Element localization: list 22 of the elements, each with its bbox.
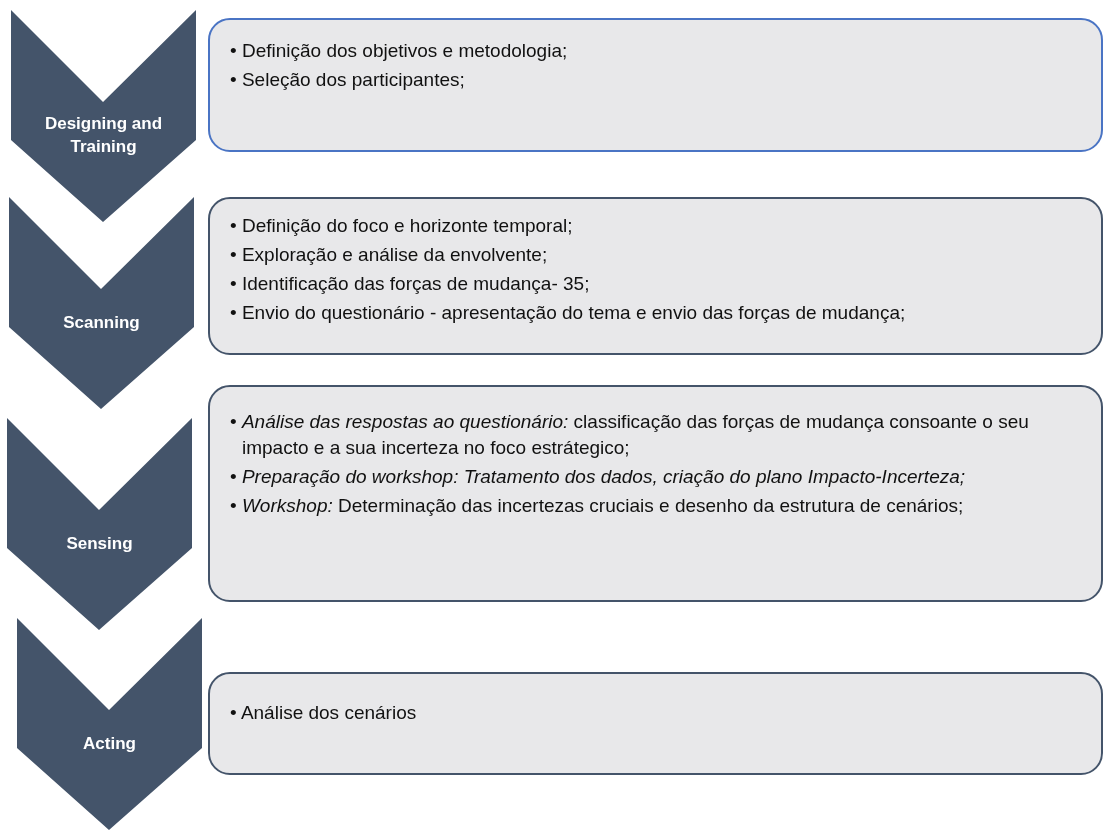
bullet-item: • Análise dos cenários (230, 701, 418, 725)
detail-box (208, 197, 1103, 355)
bullet-item: • Identificação das forças de mudança- 35; (230, 272, 591, 296)
bullet-item: • Análise das respostas ao questionário: classificação das forças de mudança consoante o seu impacto e a sua incerteza no foco estrátegico; (230, 410, 1030, 460)
chevron-step (9, 197, 194, 409)
chevron-step (7, 418, 192, 630)
bullet-item: • Exploração e análise da envolvente; (230, 243, 549, 267)
bullet-item: • Envio do questionário - apresentação do tema e envio das forças de mudança; (230, 301, 907, 325)
detail-box (208, 672, 1103, 775)
bullet-item: • Preparação do workshop: Tratamento dos dados, criação do plano Impacto-Incerteza; (230, 465, 967, 489)
detail-box (208, 18, 1103, 152)
bullet-item: • Definição dos objetivos e metodologia; (230, 39, 569, 63)
step-label: Sensing (65, 532, 134, 555)
step-label: Scanning (62, 311, 141, 334)
bullet-item: • Seleção dos participantes; (230, 68, 466, 92)
bullet-item: • Definição do foco e horizonte temporal; (230, 214, 574, 238)
step-label: Acting (82, 732, 137, 755)
chevron-step (11, 10, 196, 222)
chevron-step (17, 618, 202, 830)
bullet-item: • Workshop: Determinação das incertezas cruciais e desenho da estrutura de cenários; (230, 494, 965, 518)
detail-box (208, 385, 1103, 602)
step-label: Designing and Training (43, 113, 164, 158)
